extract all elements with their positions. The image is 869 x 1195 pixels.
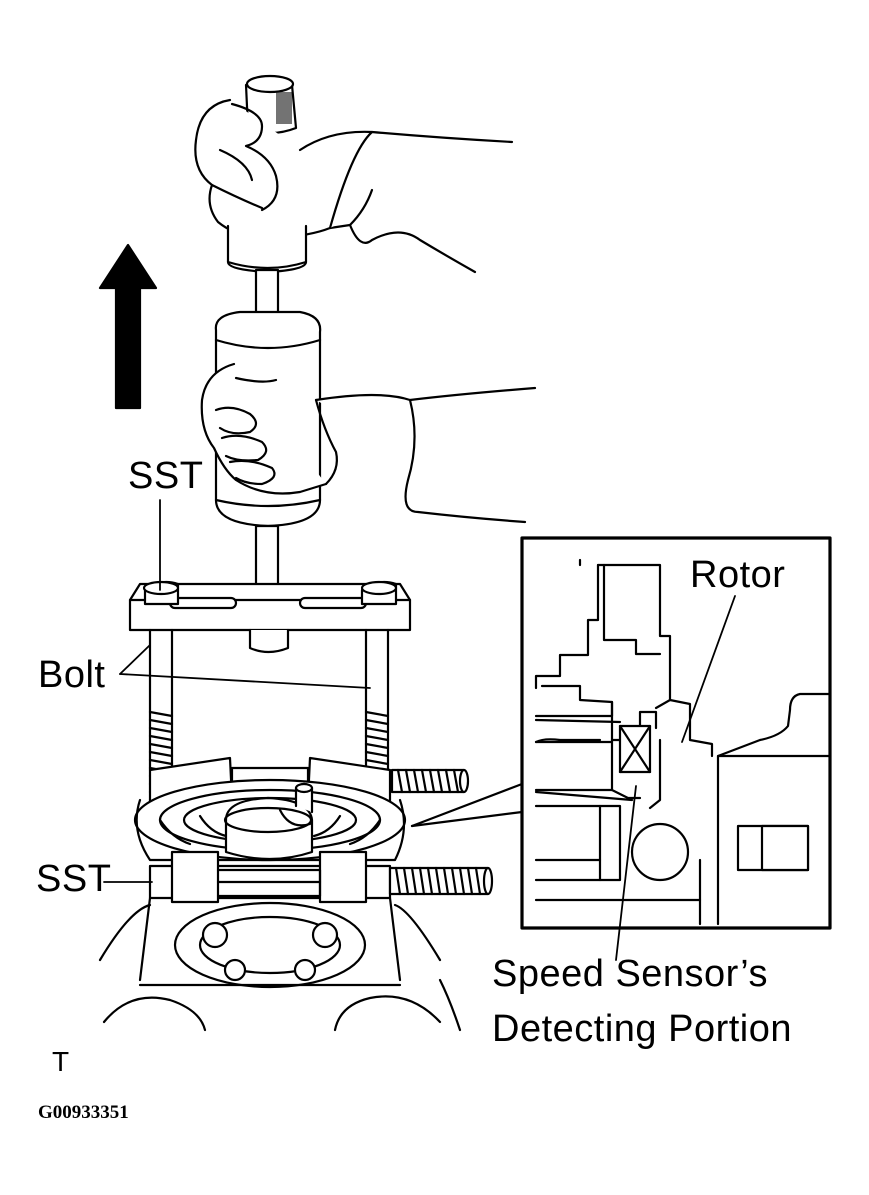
up-arrow-icon: [98, 243, 158, 410]
bolt-label: Bolt: [38, 654, 106, 696]
axle-hub: [98, 896, 462, 1032]
figure-code: G00933351: [38, 1102, 129, 1123]
callout-leader: [410, 782, 524, 828]
sst-plate: [128, 580, 412, 654]
center-hub: [223, 782, 314, 861]
lower-hand: [200, 362, 537, 524]
upper-threaded-rod: [390, 768, 470, 794]
lower-clamp: [148, 850, 392, 904]
inset-detail: [520, 536, 832, 930]
label-leaders: [103, 499, 736, 961]
sst-bottom-label: SST: [36, 858, 112, 900]
speed-sensor-label-line1: Speed Sensor’s: [492, 953, 769, 995]
sst-top-label: SST: [128, 455, 204, 497]
corner-mark: T: [52, 1046, 70, 1077]
lower-threaded-rod: [388, 866, 494, 896]
speed-sensor-label-line2: Detecting Portion: [492, 1008, 792, 1050]
rotor-label: Rotor: [690, 554, 786, 596]
hammer-collar: [226, 224, 308, 274]
